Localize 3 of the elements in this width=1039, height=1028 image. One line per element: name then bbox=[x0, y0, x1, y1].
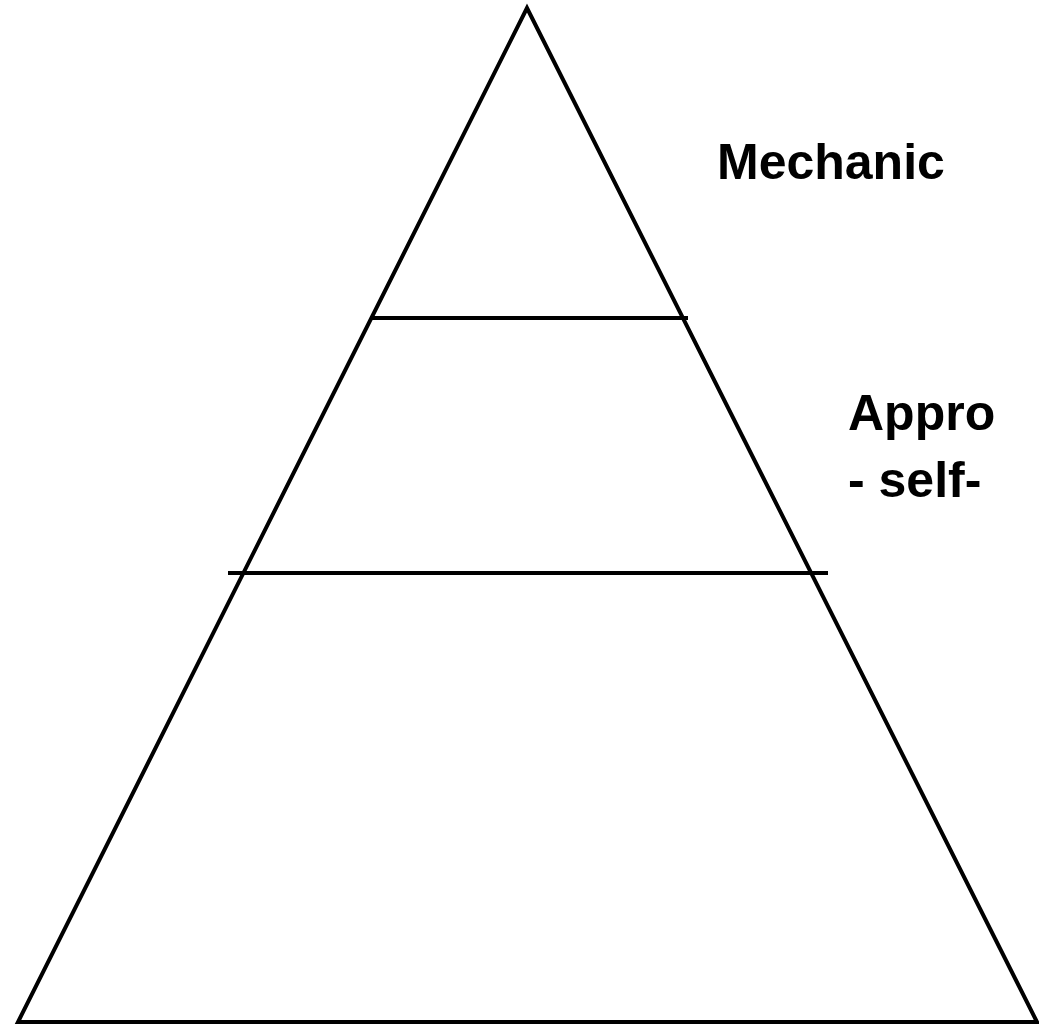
tier-label: - self- bbox=[848, 455, 982, 505]
tier-label: Appro bbox=[848, 388, 996, 438]
tier-label: Mechanic bbox=[717, 137, 945, 187]
